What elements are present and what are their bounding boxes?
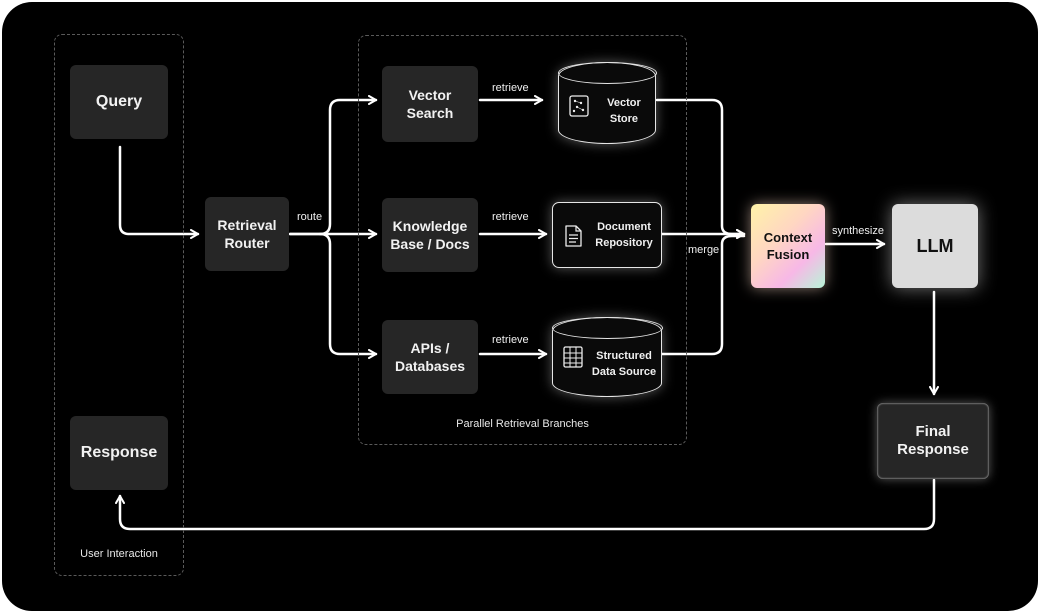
retrieve-edge-label-apis: retrieve <box>492 334 529 346</box>
vector-store-label: Vector Store <box>607 97 641 125</box>
final-response-node: Final Response <box>877 403 989 479</box>
table-grid-icon <box>563 346 583 368</box>
query-node: Query <box>70 65 168 139</box>
scatter-plot-icon <box>569 95 589 117</box>
document-icon <box>565 225 582 247</box>
cylinder-top <box>551 316 663 339</box>
merge-edge-label: merge <box>688 244 720 256</box>
document-repository-label: Document Repository <box>595 221 653 249</box>
parallel-retrieval-label: Parallel Retrieval Branches <box>456 418 589 430</box>
edge-router-to-apis <box>318 232 378 359</box>
user-interaction-label: User Interaction <box>80 548 158 560</box>
context-fusion-node: Context Fusion <box>751 204 825 288</box>
retrieval-router-node: Retrieval Router <box>205 197 289 271</box>
user-interaction-group <box>54 34 184 576</box>
retrieve-edge-label-vector: retrieve <box>492 82 529 94</box>
cylinder-top <box>557 61 657 84</box>
edge-datasource-to-fusion <box>660 234 746 356</box>
structured-data-source-node: Structured Data Source <box>551 316 663 397</box>
knowledge-base-node: Knowledge Base / Docs <box>382 198 478 272</box>
vector-search-node: Vector Search <box>382 66 478 142</box>
edge-query-to-router <box>118 145 200 239</box>
synthesize-edge-label: synthesize <box>832 225 884 237</box>
parallel-retrieval-group <box>358 35 687 445</box>
llm-node: LLM <box>892 204 978 288</box>
retrieve-edge-label-knowledge: retrieve <box>492 211 529 223</box>
route-edge-label: route <box>297 211 323 223</box>
response-node: Response <box>70 416 168 490</box>
apis-databases-node: APIs / Databases <box>382 320 478 394</box>
vector-store-node: Vector Store <box>557 61 657 144</box>
edge-final-to-response <box>115 478 936 531</box>
structured-data-source-label: Structured Data Source <box>591 350 657 378</box>
document-repository-node: Document Repository <box>552 202 662 268</box>
